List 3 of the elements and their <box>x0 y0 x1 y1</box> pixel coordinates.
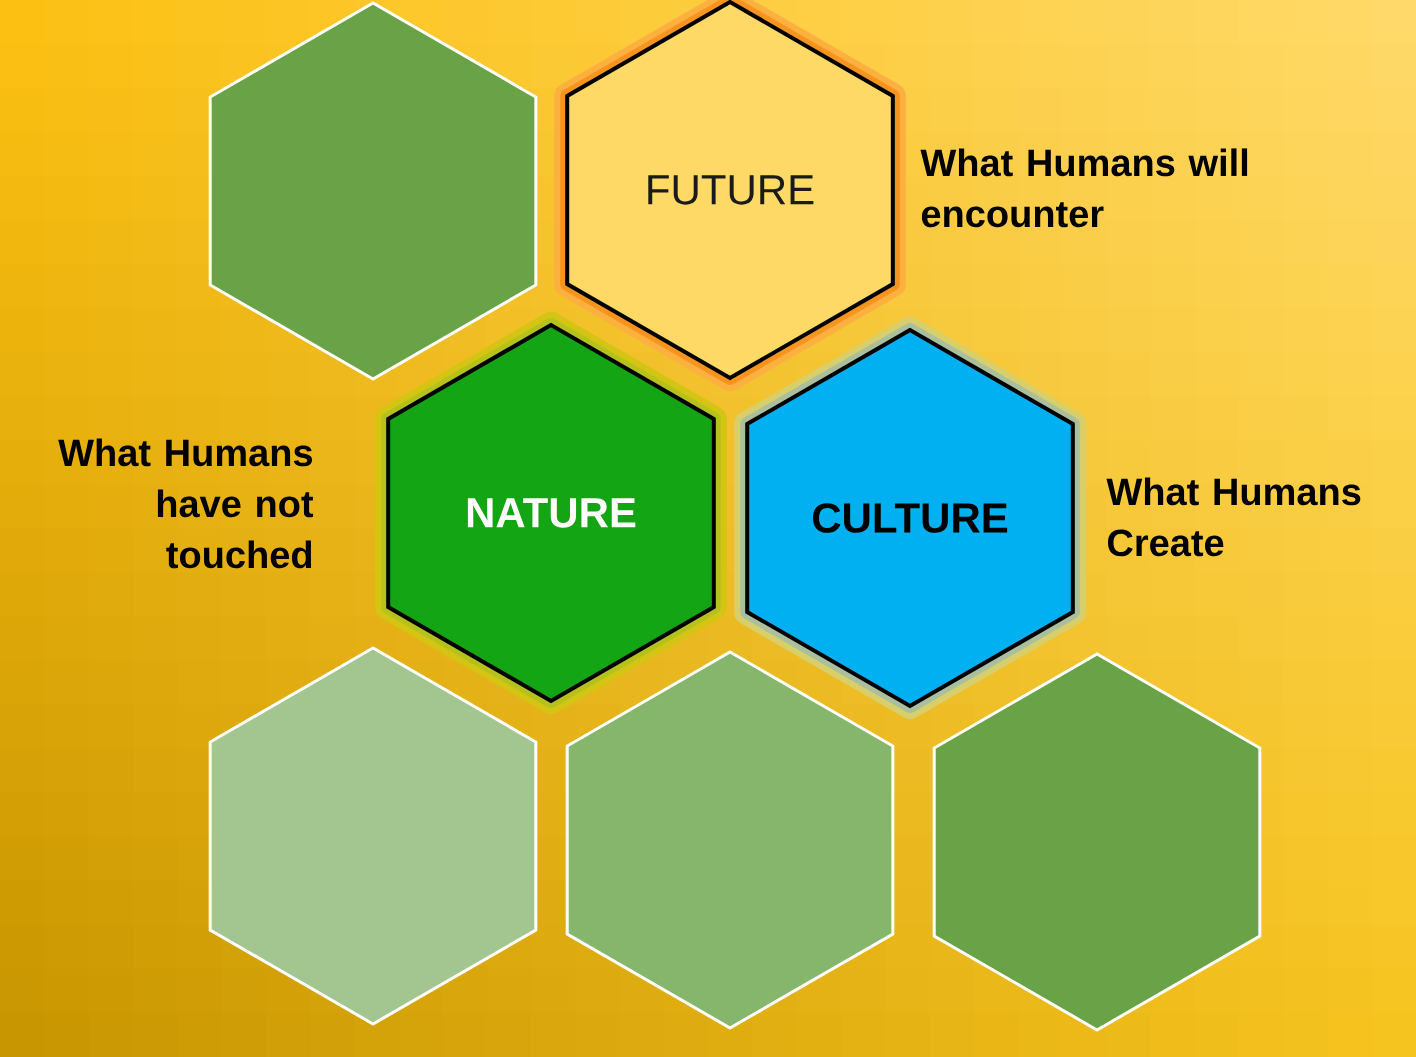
side-caption: What Humans will encounter <box>920 148 1248 228</box>
side-caption: What Humans have not touched <box>58 438 314 569</box>
side-caption: What Humans Create <box>1106 477 1361 557</box>
